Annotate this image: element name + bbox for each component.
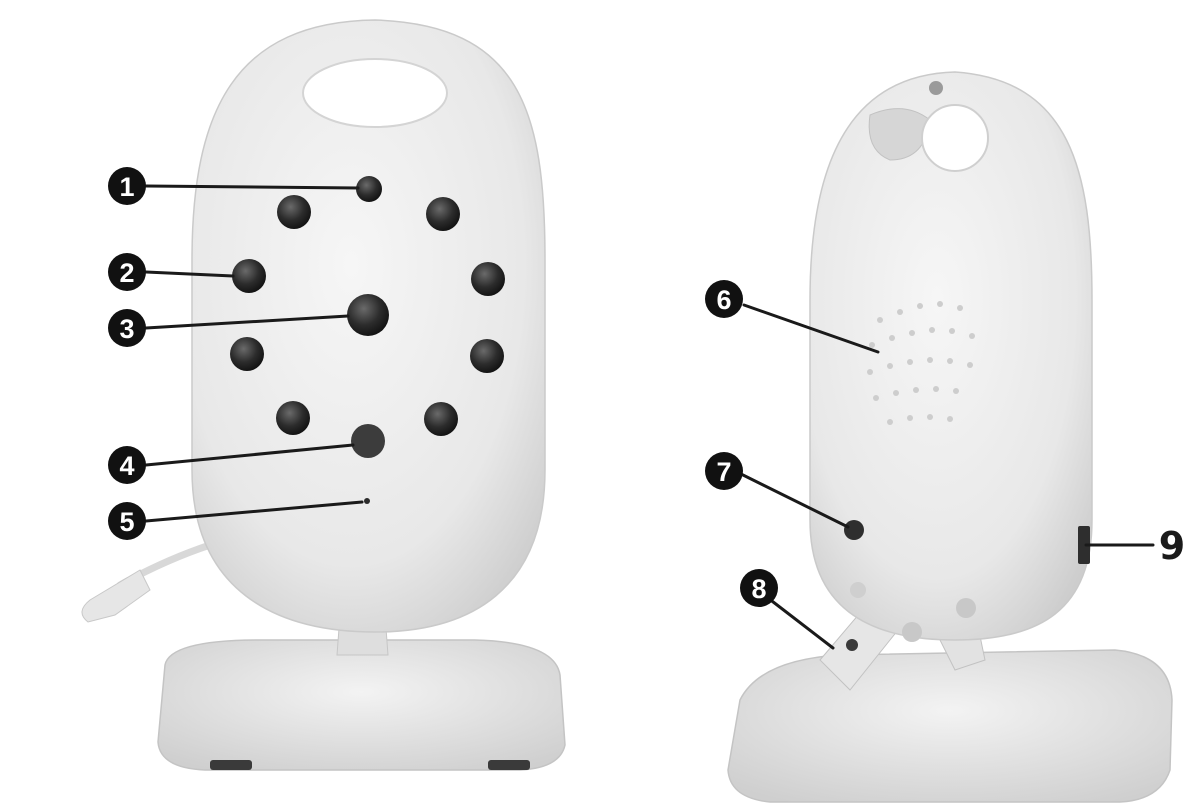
callout-1: 1 [108, 167, 146, 205]
callout-7-label: 7 [716, 457, 731, 487]
hanging-hole [303, 59, 447, 127]
back-hole [956, 598, 976, 618]
infrared-led [470, 339, 504, 373]
leader-line-8 [768, 598, 833, 648]
callout-5: 5 [108, 502, 146, 540]
infrared-led [276, 401, 310, 435]
callout-2: 2 [108, 253, 146, 291]
base-foot [488, 760, 530, 770]
front-base [158, 640, 565, 770]
infrared-led [230, 337, 264, 371]
callout-5-label: 5 [119, 507, 134, 537]
power-indicator [351, 424, 385, 458]
hanging-hole [922, 105, 988, 171]
base-foot [210, 760, 252, 770]
callout-8-label: 8 [751, 574, 766, 604]
front-view-camera [82, 20, 565, 770]
callout-4-label: 4 [119, 451, 134, 481]
microphone-hole [364, 498, 370, 504]
callout-3: 3 [108, 309, 146, 347]
antenna [82, 545, 210, 622]
callout-1-label: 1 [119, 172, 134, 202]
top-notch [929, 81, 943, 95]
infrared-led [277, 195, 311, 229]
callout-6: 6 [705, 280, 743, 318]
back-base [728, 650, 1172, 802]
infrared-led [232, 259, 266, 293]
infrared-led [426, 197, 460, 231]
camera-lens [347, 294, 389, 336]
callout-7: 7 [705, 452, 743, 490]
infrared-led [424, 402, 458, 436]
light-sensor [356, 176, 382, 202]
leader-line-1 [146, 186, 358, 188]
power-switch [844, 520, 864, 540]
callout-9-label: 9 [1159, 524, 1185, 568]
callout-4: 4 [108, 446, 146, 484]
back-hole [850, 582, 866, 598]
back-view-camera [728, 72, 1172, 802]
callout-9: 9 [1159, 524, 1185, 568]
infrared-led [471, 262, 505, 296]
callout-3-label: 3 [119, 314, 134, 344]
callout-6-label: 6 [716, 285, 731, 315]
dc-power-jack [846, 639, 858, 651]
callout-2-label: 2 [119, 258, 134, 288]
callout-8: 8 [740, 569, 778, 607]
back-hole [902, 622, 922, 642]
back-body [810, 72, 1092, 640]
